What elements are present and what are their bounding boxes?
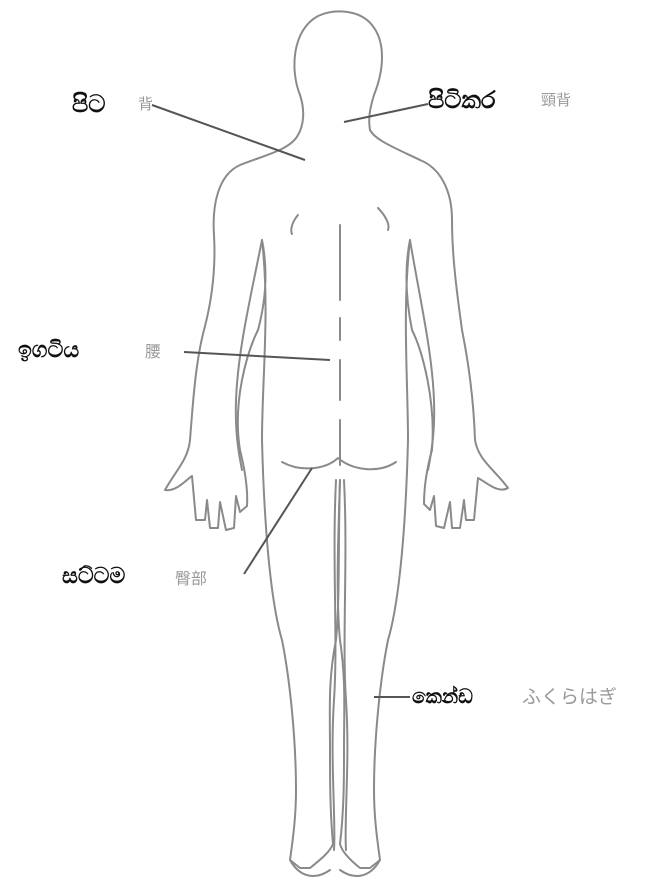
label-buttocks-sinhala: සට්ටම: [62, 566, 125, 588]
leader-waist: [184, 352, 330, 360]
body-outline-left: [165, 95, 340, 868]
label-waist-japanese: 腰: [145, 344, 161, 360]
label-nape-japanese: 頸背: [541, 93, 571, 108]
leader-buttocks: [244, 468, 312, 574]
label-back-japanese: 背: [138, 97, 153, 112]
body-outline-right: [338, 160, 508, 868]
head-outline: [294, 11, 420, 160]
right-shoulder-blade: [378, 208, 389, 230]
label-nape-sinhala: පිටිකර: [428, 88, 496, 112]
leader-nape: [344, 104, 428, 122]
left-shoulder-blade: [291, 215, 298, 234]
label-calf-japanese: ふくらはぎ: [522, 688, 617, 707]
label-buttocks-japanese: 臀部: [175, 571, 207, 587]
label-back-sinhala: පිට: [72, 92, 106, 116]
label-calf-sinhala: කෙන්ඩ: [412, 686, 473, 706]
leader-back: [152, 105, 305, 160]
label-waist-sinhala: ඉගටිය: [18, 340, 79, 362]
